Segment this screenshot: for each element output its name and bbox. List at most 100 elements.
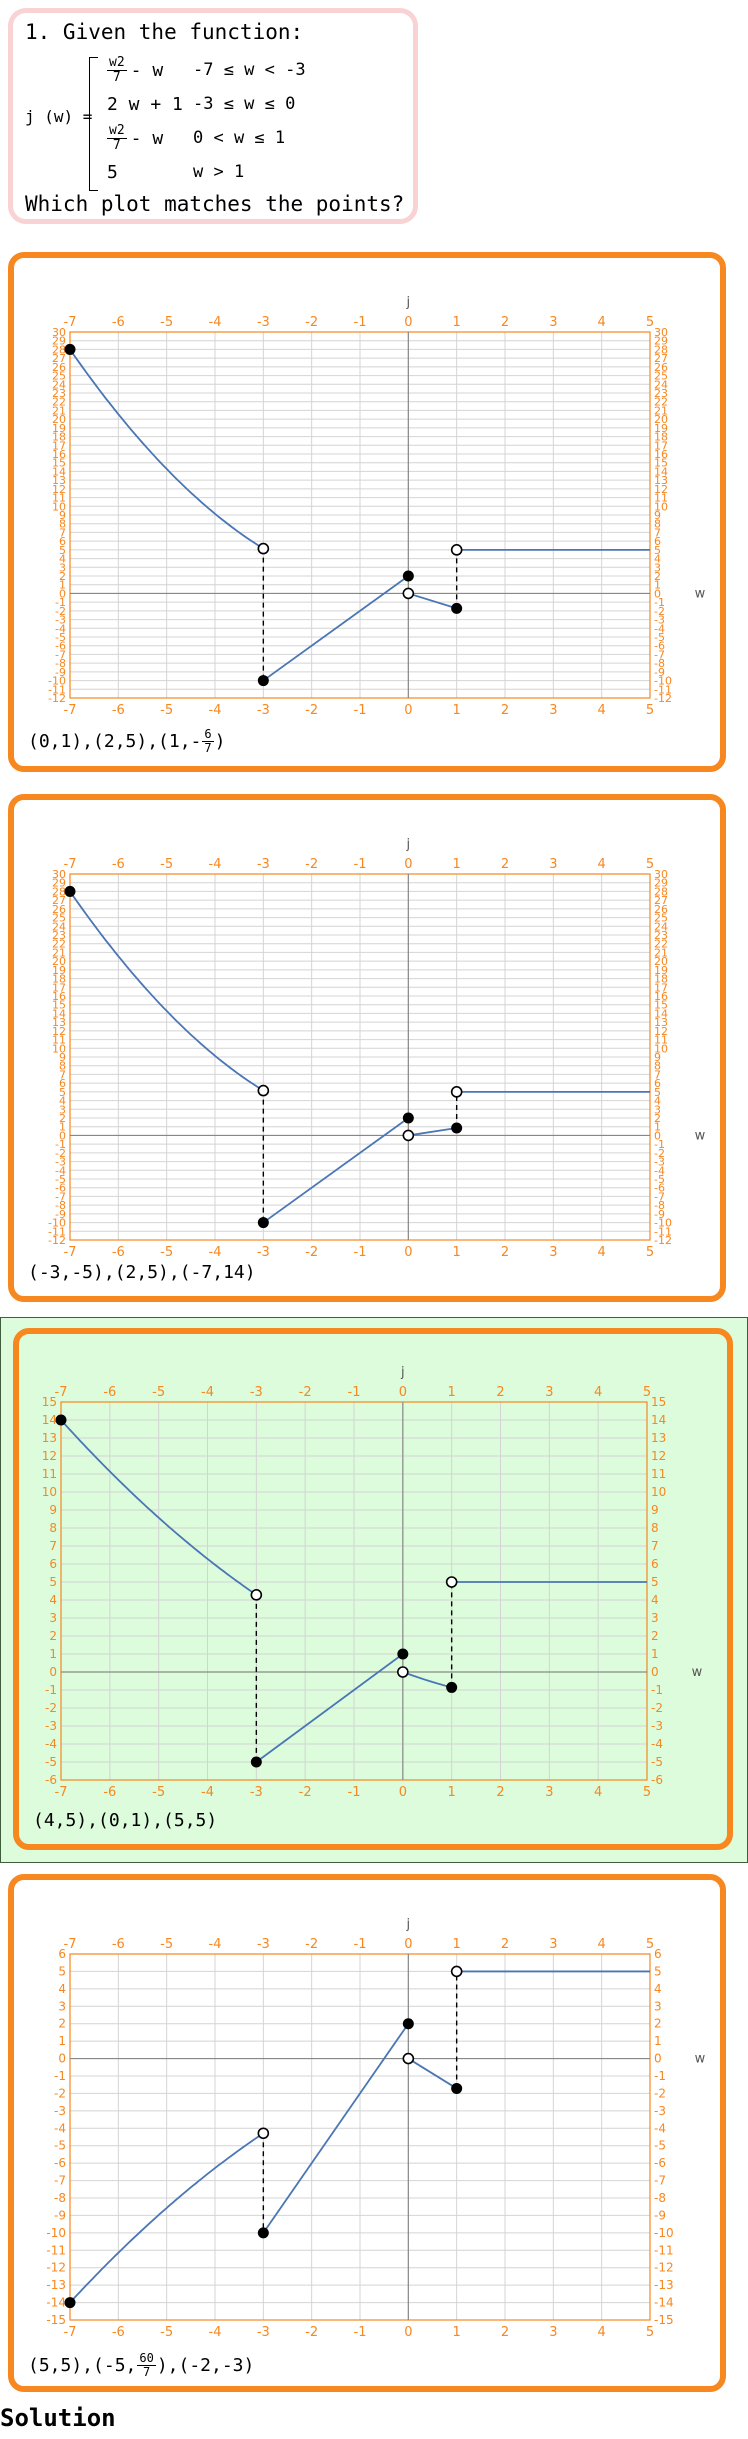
y-tick-label-left: -9 bbox=[54, 2208, 66, 2222]
y-tick-label-right: 26 bbox=[654, 903, 668, 916]
series-3-line bbox=[402, 1671, 452, 1689]
y-tick-label-left: 12 bbox=[42, 1449, 57, 1463]
y-tick-label-left: 2 bbox=[59, 570, 66, 583]
y-tick-label-left: 2 bbox=[58, 2017, 66, 2031]
y-tick-label-right: 2 bbox=[654, 570, 661, 583]
option-4-chart: -7-7-6-6-5-5-4-4-3-3-2-2-1-1001122334455… bbox=[46, 1917, 705, 2340]
x-tick-label-top: -4 bbox=[201, 1385, 214, 1400]
x-tick-label-top: 2 bbox=[501, 857, 509, 872]
x-tick-label-bottom: -6 bbox=[112, 703, 125, 718]
y-tick-label-left: -2 bbox=[45, 1701, 57, 1715]
y-tick-label-left: 6 bbox=[59, 535, 66, 548]
y-tick-label-right: 23 bbox=[654, 387, 668, 400]
y-tick-label-right: 26 bbox=[654, 361, 668, 374]
filled-point bbox=[397, 1648, 409, 1660]
x-tick-label-top: -3 bbox=[257, 1937, 270, 1952]
y-tick-label-left: -15 bbox=[46, 2313, 66, 2327]
y-tick-label-right: 21 bbox=[654, 946, 668, 959]
y-tick-label-right: -2 bbox=[654, 605, 665, 618]
y-tick-label-right: 22 bbox=[654, 396, 668, 409]
piece-4-expr: 5 bbox=[107, 161, 118, 183]
y-tick-label-left: 6 bbox=[59, 1077, 66, 1090]
x-tick-label-top: -2 bbox=[305, 315, 318, 330]
x-tick-label-top: -2 bbox=[299, 1385, 312, 1400]
y-tick-label-left: 11 bbox=[42, 1467, 57, 1481]
y-tick-label-right: -11 bbox=[654, 1225, 672, 1238]
y-tick-label-left: 7 bbox=[49, 1539, 57, 1553]
y-tick-label-right: 25 bbox=[654, 912, 668, 925]
y-tick-label-right: 10 bbox=[654, 1042, 668, 1055]
x-tick-label-bottom: -6 bbox=[103, 1785, 116, 1800]
y-tick-label-left: 2 bbox=[59, 1112, 66, 1125]
y-tick-label-right: 11 bbox=[654, 1034, 668, 1047]
y-tick-label-left: -1 bbox=[55, 1138, 66, 1151]
x-tick-label-top: 0 bbox=[404, 315, 412, 330]
y-tick-label-right: 11 bbox=[651, 1467, 666, 1481]
x-tick-label-top: 2 bbox=[496, 1385, 504, 1400]
x-tick-label-bottom: 0 bbox=[399, 1785, 407, 1800]
y-tick-label-right: 29 bbox=[654, 877, 668, 890]
y-tick-label-left: 18 bbox=[52, 973, 66, 986]
option-2-points-text: (-3,-5),(2,5),(-7,14) bbox=[28, 1262, 256, 1283]
y-tick-label-left: 15 bbox=[52, 457, 66, 470]
y-tick-label-right: -4 bbox=[654, 2121, 666, 2135]
y-axis-label: j bbox=[406, 837, 411, 852]
y-tick-label-left: 21 bbox=[52, 404, 66, 417]
y-tick-label-right: 14 bbox=[654, 1007, 668, 1020]
piece-2-condition: -3 ≤ w ≤ 0 bbox=[193, 94, 296, 114]
y-tick-label-left: 7 bbox=[59, 1068, 66, 1081]
y-tick-label-right: 3 bbox=[654, 1999, 662, 2013]
option-3-points: (4,5),(0,1),(5,5) bbox=[33, 1810, 217, 1831]
x-tick-label-bottom: -4 bbox=[209, 2325, 222, 2340]
y-tick-label-right: 7 bbox=[654, 526, 661, 539]
y-tick-label-left: 22 bbox=[52, 396, 66, 409]
y-tick-label-left: 3 bbox=[58, 1999, 66, 2013]
y-tick-label-right: 2 bbox=[654, 2017, 662, 2031]
piecewise-brace bbox=[89, 57, 98, 191]
y-tick-label-right: -10 bbox=[654, 2226, 674, 2240]
y-tick-label-left: 26 bbox=[52, 903, 66, 916]
x-axis-label: w bbox=[695, 1128, 706, 1143]
y-tick-label-left: 3 bbox=[49, 1611, 57, 1625]
option-4-frac-num: 60 bbox=[137, 2351, 156, 2366]
y-tick-label-left: 11 bbox=[52, 492, 66, 505]
y-tick-label-right: -1 bbox=[651, 1683, 663, 1697]
y-tick-label-left: 27 bbox=[52, 352, 66, 365]
y-tick-label-right: -6 bbox=[654, 1182, 665, 1195]
y-tick-label-right: 30 bbox=[654, 868, 668, 881]
y-axis-label: j bbox=[406, 1917, 411, 1932]
x-tick-label-bottom: 0 bbox=[404, 2325, 412, 2340]
piece-3-num: w2 bbox=[107, 122, 127, 139]
y-tick-label-left: -3 bbox=[55, 614, 66, 627]
x-tick-label-bottom: -6 bbox=[112, 1245, 125, 1260]
y-tick-label-left: 8 bbox=[59, 1060, 66, 1073]
y-tick-label-left: 4 bbox=[59, 1095, 66, 1108]
y-tick-label-right: -11 bbox=[654, 2243, 674, 2257]
x-tick-label-bottom: 0 bbox=[404, 703, 412, 718]
piece-4-condition: w > 1 bbox=[193, 162, 245, 182]
x-axis-label: w bbox=[695, 586, 706, 601]
x-tick-label-bottom: 2 bbox=[501, 2325, 509, 2340]
x-tick-label-top: 4 bbox=[598, 857, 606, 872]
option-2-points: (-3,-5),(2,5),(-7,14) bbox=[28, 1262, 256, 1283]
y-tick-label-left: 13 bbox=[52, 1016, 66, 1029]
y-tick-label-right: -12 bbox=[654, 1234, 672, 1247]
y-tick-label-left: -6 bbox=[45, 1773, 57, 1787]
y-tick-label-right: 12 bbox=[654, 483, 668, 496]
y-tick-label-left: -2 bbox=[54, 2086, 66, 2100]
y-tick-label-left: 11 bbox=[52, 1034, 66, 1047]
y-tick-label-right: 19 bbox=[654, 422, 668, 435]
y-tick-label-left: 4 bbox=[49, 1593, 57, 1607]
y-tick-label-right: -11 bbox=[654, 683, 672, 696]
filled-point bbox=[64, 2297, 76, 2309]
y-tick-label-left: 1 bbox=[49, 1647, 57, 1661]
x-tick-label-top: 1 bbox=[453, 1937, 461, 1952]
y-tick-label-right: -1 bbox=[654, 2069, 666, 2083]
